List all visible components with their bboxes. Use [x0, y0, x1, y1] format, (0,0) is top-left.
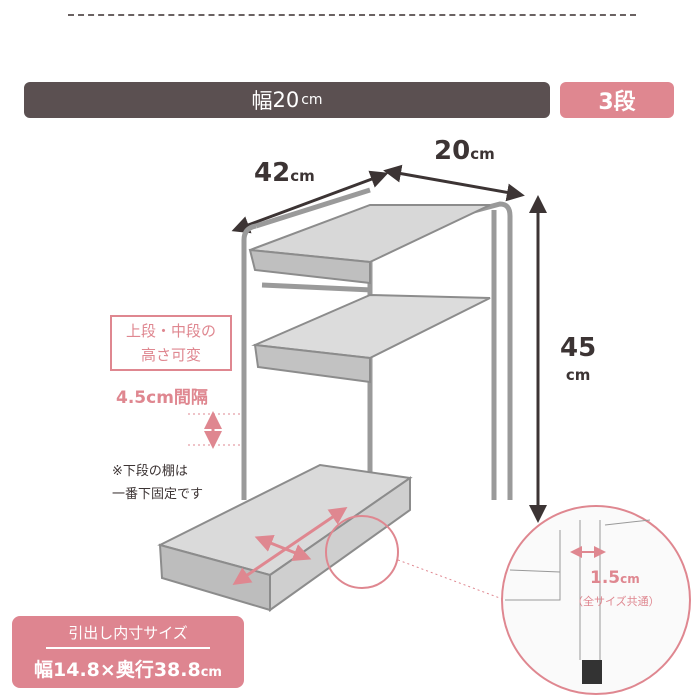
inner-size-value: 幅14.8×奥行38.8cm — [34, 659, 222, 681]
dashed-divider — [68, 14, 636, 16]
inner-size-box: 引出し内寸サイズ 幅14.8×奥行38.8cm — [12, 616, 244, 688]
zoom-source-circle — [325, 515, 399, 589]
width-value: 20 — [272, 88, 300, 112]
depth-arrow — [231, 170, 389, 234]
zoom-detail-circle — [501, 505, 691, 695]
adjustable-callout: 上段・中段の高さ可変 — [110, 315, 232, 371]
bottom-shelf-note: ※下段の棚は一番下固定です — [112, 464, 204, 502]
gap-note: （全サイズ共通） — [572, 595, 660, 608]
foot-cap — [582, 660, 602, 684]
inner-depth-arrow — [232, 506, 348, 586]
interval-label: 4.5cm間隔 — [116, 388, 208, 408]
tier-badge: 3段 — [560, 82, 674, 118]
inner-size-title: 引出し内寸サイズ — [46, 616, 210, 649]
gap-label: 1.5cm — [590, 568, 640, 588]
shelves — [157, 204, 491, 612]
width-label: 幅 — [251, 89, 273, 113]
width-label: 20cm — [434, 136, 495, 166]
width-arrow — [383, 164, 525, 202]
width-unit: cm — [301, 92, 323, 108]
depth-label: 42cm — [254, 158, 315, 188]
